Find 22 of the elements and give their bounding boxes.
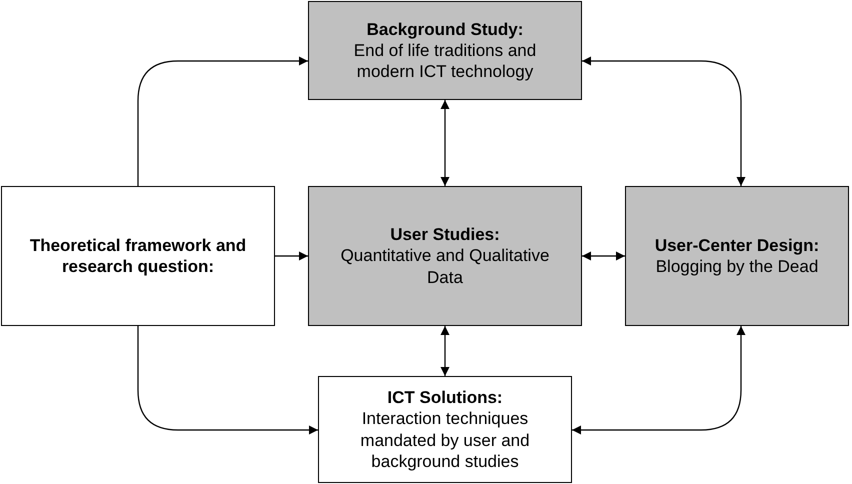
box-heading: Theoretical framework and research question: (28, 234, 248, 278)
arrow (582, 56, 746, 186)
arrow (440, 326, 450, 376)
arrow (582, 252, 625, 260)
box-heading: Background Study: (366, 18, 524, 40)
arrow (275, 252, 308, 260)
arrow (137, 326, 318, 434)
process-box (308, 186, 582, 326)
process-box (308, 1, 582, 100)
box-text: Blogging by the Dead (656, 256, 818, 278)
arrow (440, 100, 450, 186)
box-heading: User-Center Design: (654, 234, 820, 256)
box-text: Interaction techniques mandated by user and background studies (359, 408, 531, 472)
process-box (1, 186, 275, 326)
process-box (318, 376, 572, 483)
box-heading: User Studies: (390, 224, 500, 246)
arrow (572, 326, 746, 434)
box-heading: ICT Solutions: (387, 387, 503, 408)
process-box (625, 186, 849, 326)
box-text: End of life traditions and modern ICT technology (352, 40, 538, 82)
box-text: Quantitative and Qualitative Data (340, 245, 550, 288)
arrow (137, 56, 308, 186)
